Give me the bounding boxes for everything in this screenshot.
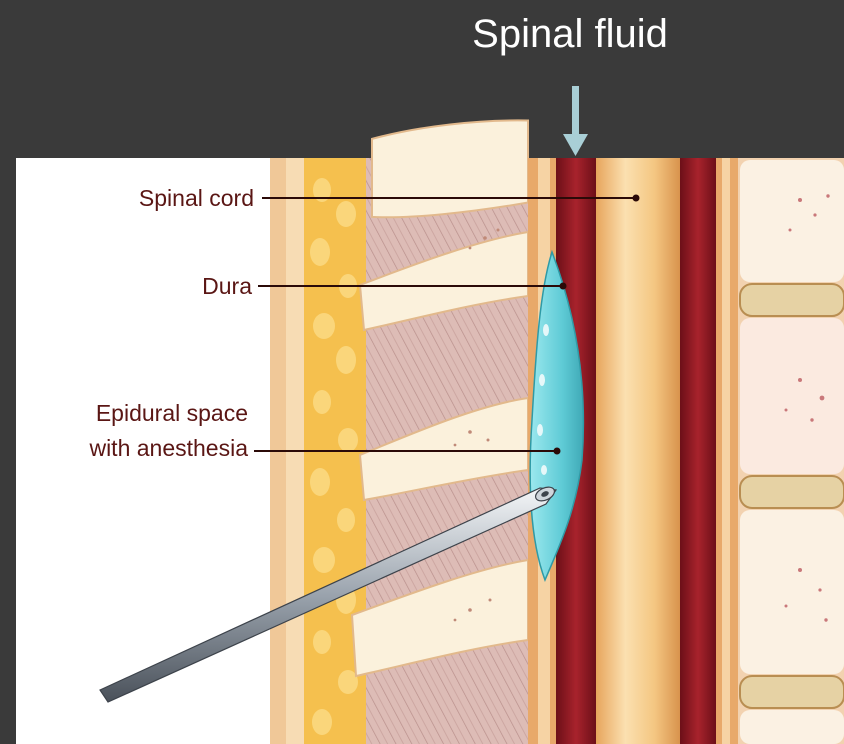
spinal-cord-label: Spinal cord: [139, 185, 254, 211]
epidural-label-line2: with anesthesia: [88, 435, 248, 461]
dura-label: Dura: [202, 273, 252, 299]
spinal-cord: [596, 158, 680, 744]
down-arrow-icon: [563, 86, 588, 156]
dura-right: [680, 158, 716, 744]
epidural-label-line1: Epidural space: [96, 400, 248, 426]
vertebral-bodies: [738, 158, 844, 744]
